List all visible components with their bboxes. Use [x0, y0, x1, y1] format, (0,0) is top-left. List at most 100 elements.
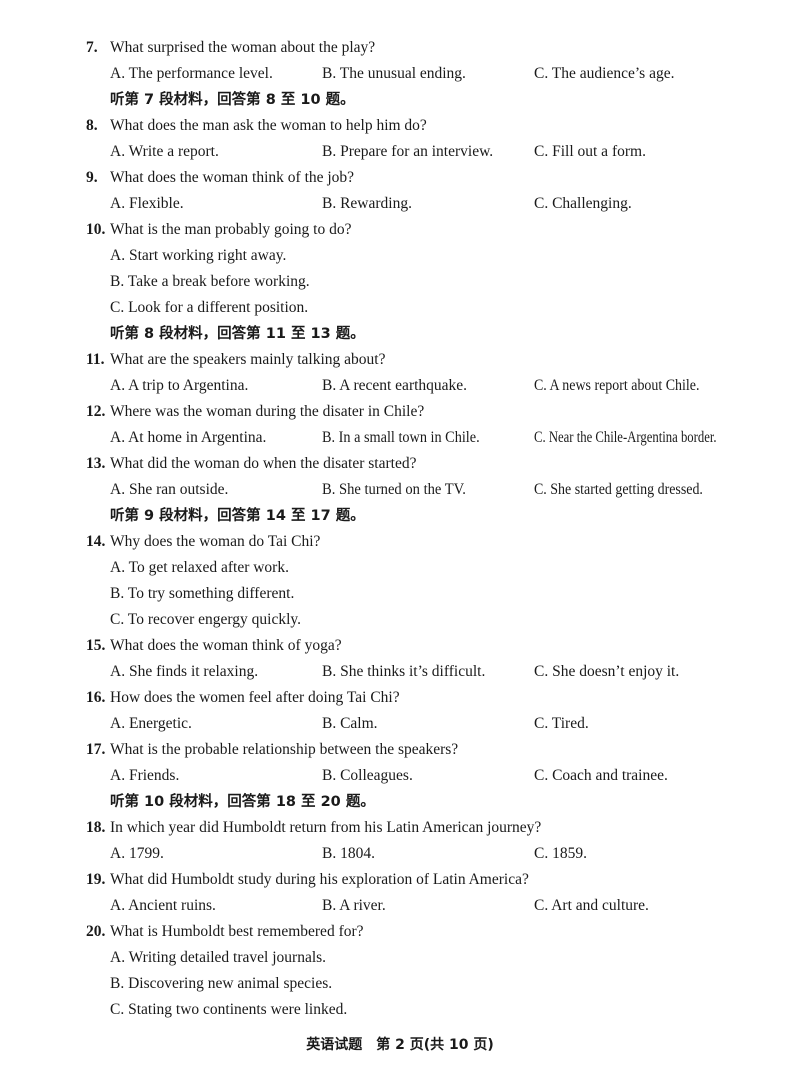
question-text: What is the man probably going to do?	[110, 221, 352, 238]
question-13-options: A. She ran outside. B. She turned on the…	[0, 477, 800, 503]
question-number: 12.	[86, 403, 106, 420]
option-c: C. Fill out a form.	[534, 143, 646, 160]
option-b: B. 1804.	[322, 845, 375, 862]
question-11: 11. What are the speakers mainly talking…	[0, 347, 800, 373]
option-b: B. Take a break before working.	[110, 273, 310, 290]
question-8: 8. What does the man ask the woman to he…	[0, 113, 800, 139]
question-10-option-a: A. Start working right away.	[0, 243, 800, 269]
question-20-option-c: C. Stating two continents were linked.	[0, 997, 800, 1023]
question-number: 14.	[86, 533, 106, 550]
question-7-options: A. The performance level. B. The unusual…	[0, 61, 800, 87]
question-20-option-b: B. Discovering new animal species.	[0, 971, 800, 997]
question-14: 14. Why does the woman do Tai Chi?	[0, 529, 800, 555]
question-10: 10. What is the man probably going to do…	[0, 217, 800, 243]
question-number: 10.	[86, 221, 106, 238]
option-c-text: C. Near the Chile-Argentina border.	[534, 429, 717, 446]
option-b: B. Calm.	[322, 715, 378, 732]
option-a: A. 1799.	[110, 845, 164, 862]
question-text: What are the speakers mainly talking abo…	[110, 351, 386, 368]
question-15: 15. What does the woman think of yoga?	[0, 633, 800, 659]
option-c: C. Look for a different position.	[110, 299, 309, 316]
question-text: What does the woman think of yoga?	[110, 637, 342, 654]
question-number: 11.	[86, 351, 105, 368]
question-text: What did Humboldt study during his explo…	[110, 871, 529, 888]
question-7: 7. What surprised the woman about the pl…	[0, 35, 800, 61]
question-text: What does the woman think of the job?	[110, 169, 355, 186]
section-instruction-9: 听第 9 段材料，回答第 14 至 17 题。	[0, 503, 800, 529]
option-c: C. Stating two continents were linked.	[110, 1001, 348, 1018]
option-b: B. Discovering new animal species.	[110, 975, 333, 992]
question-10-option-b: B. Take a break before working.	[0, 269, 800, 295]
question-number: 20.	[86, 923, 106, 940]
option-c: C. She started getting dressed.	[534, 477, 722, 503]
section-instruction: 听第 8 段材料，回答第 11 至 13 题。	[110, 326, 365, 342]
question-11-options: A. A trip to Argentina. B. A recent eart…	[0, 373, 800, 399]
question-12: 12. Where was the woman during the disat…	[0, 399, 800, 425]
question-number: 9.	[86, 169, 98, 186]
option-c: C. 1859.	[534, 845, 587, 862]
option-b: B. Rewarding.	[322, 195, 412, 212]
question-17-options: A. Friends. B. Colleagues. C. Coach and …	[0, 763, 800, 789]
question-text: How does the women feel after doing Tai …	[110, 689, 400, 706]
question-13: 13. What did the woman do when the disat…	[0, 451, 800, 477]
option-b: B. Colleagues.	[322, 767, 413, 784]
question-number: 17.	[86, 741, 106, 758]
question-9-options: A. Flexible. B. Rewarding. C. Challengin…	[0, 191, 800, 217]
section-instruction: 听第 10 段材料，回答第 18 至 20 题。	[110, 794, 375, 810]
question-number: 18.	[86, 819, 106, 836]
option-a: A. Ancient ruins.	[110, 897, 216, 914]
section-instruction: 听第 9 段材料，回答第 14 至 17 题。	[110, 508, 365, 524]
option-c: C. Challenging.	[534, 195, 632, 212]
option-b: B. She thinks it’s difficult.	[322, 663, 486, 680]
question-18-options: A. 1799. B. 1804. C. 1859.	[0, 841, 800, 867]
question-14-option-a: A. To get relaxed after work.	[0, 555, 800, 581]
option-c-text: C. She started getting dressed.	[534, 481, 703, 498]
option-c-text: C. A news report about Chile.	[534, 377, 700, 394]
option-a: A. A trip to Argentina.	[110, 377, 249, 394]
option-a: A. She finds it relaxing.	[110, 663, 259, 680]
option-b: B. A river.	[322, 897, 386, 914]
page-footer: 英语试题 第 2 页(共 10 页)	[306, 1037, 494, 1053]
option-c: C. Tired.	[534, 715, 589, 732]
question-text: What did the woman do when the disater s…	[110, 455, 417, 472]
option-c: C. Art and culture.	[534, 897, 649, 914]
question-text: What is Humboldt best remembered for?	[110, 923, 364, 940]
option-c: C. Coach and trainee.	[534, 767, 668, 784]
question-9: 9. What does the woman think of the job?	[0, 165, 800, 191]
option-a: A. Writing detailed travel journals.	[110, 949, 327, 966]
option-b: B. Prepare for an interview.	[322, 143, 494, 160]
option-a: A. Friends.	[110, 767, 180, 784]
option-b: B. The unusual ending.	[322, 65, 466, 82]
option-b-text: B. She turned on the TV.	[322, 481, 466, 498]
section-instruction: 听第 7 段材料，回答第 8 至 10 题。	[110, 92, 355, 108]
option-a: A. She ran outside.	[110, 481, 229, 498]
option-b: B. To try something different.	[110, 585, 295, 602]
question-text: In which year did Humboldt return from h…	[110, 819, 542, 836]
question-19-options: A. Ancient ruins. B. A river. C. Art and…	[0, 893, 800, 919]
option-a: A. Start working right away.	[110, 247, 287, 264]
option-a: A. At home in Argentina.	[110, 429, 267, 446]
question-number: 13.	[86, 455, 106, 472]
option-b-text: B. In a small town in Chile.	[322, 429, 480, 446]
question-16: 16. How does the women feel after doing …	[0, 685, 800, 711]
question-14-option-c: C. To recover engergy quickly.	[0, 607, 800, 633]
section-instruction-8: 听第 8 段材料，回答第 11 至 13 题。	[0, 321, 800, 347]
question-text: What does the man ask the woman to help …	[110, 117, 427, 134]
option-a: A. Flexible.	[110, 195, 184, 212]
option-a: A. The performance level.	[110, 65, 273, 82]
question-text: Where was the woman during the disater i…	[110, 403, 425, 420]
question-text: Why does the woman do Tai Chi?	[110, 533, 321, 550]
question-16-options: A. Energetic. B. Calm. C. Tired.	[0, 711, 800, 737]
option-c: C. A news report about Chile.	[534, 373, 718, 399]
question-20: 20. What is Humboldt best remembered for…	[0, 919, 800, 945]
question-18: 18. In which year did Humboldt return fr…	[0, 815, 800, 841]
question-20-option-a: A. Writing detailed travel journals.	[0, 945, 800, 971]
question-15-options: A. She finds it relaxing. B. She thinks …	[0, 659, 800, 685]
question-number: 15.	[86, 637, 106, 654]
option-a: A. Write a report.	[110, 143, 219, 160]
option-c: C. To recover engergy quickly.	[110, 611, 302, 628]
option-b: B. She turned on the TV.	[322, 477, 475, 503]
question-text: What is the probable relationship betwee…	[110, 741, 459, 758]
option-c: C. The audience’s age.	[534, 65, 675, 82]
